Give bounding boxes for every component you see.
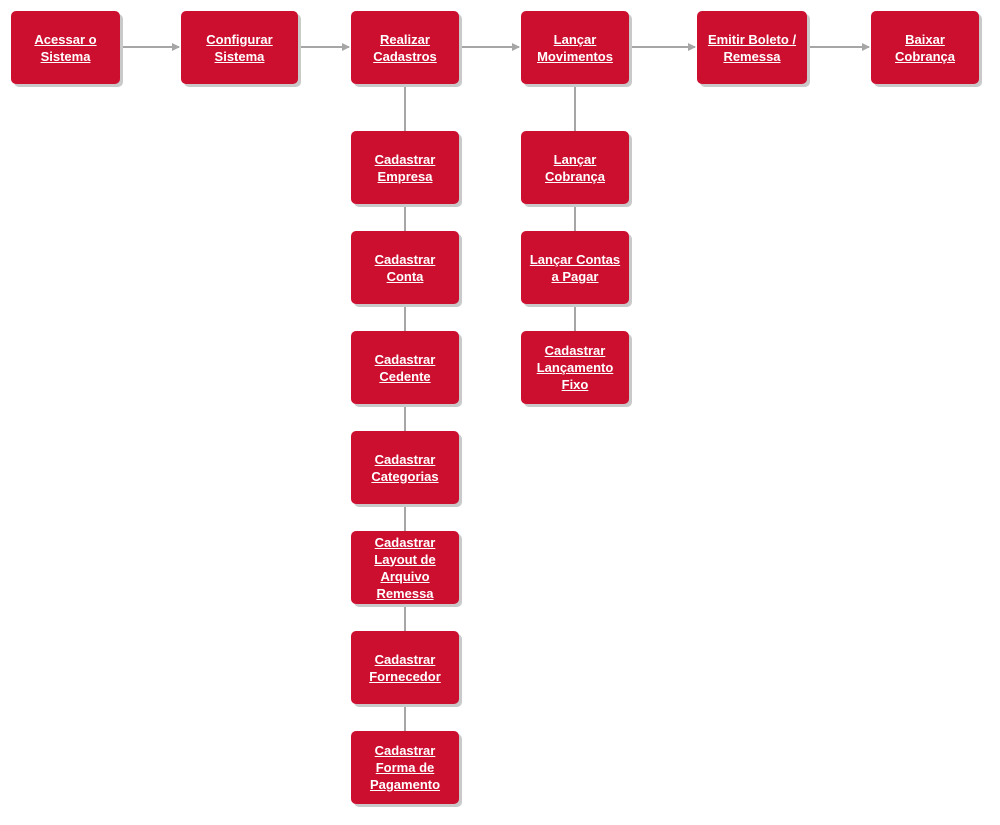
node-cadastrar-categorias[interactable]: Cadastrar Categorias bbox=[351, 431, 459, 504]
link-cadastrar-cedente[interactable]: Cadastrar Cedente bbox=[374, 351, 436, 384]
node-cadastrar-empresa[interactable]: Cadastrar Empresa bbox=[351, 131, 459, 204]
node-cadastrar-lancamento-fixo[interactable]: Cadastrar Lançamento Fixo bbox=[521, 331, 629, 404]
link-cadastrar-empresa[interactable]: Cadastrar Empresa bbox=[374, 151, 436, 184]
link-cadastrar-conta[interactable]: Cadastrar Conta bbox=[374, 251, 436, 284]
link-cadastrar-forma-pagamento[interactable]: Cadastrar Forma de Pagamento bbox=[369, 743, 441, 792]
node-cadastrar-layout-remessa[interactable]: Cadastrar Layout de Arquivo Remessa bbox=[351, 531, 459, 604]
link-lancar-cobranca[interactable]: Lançar Cobrança bbox=[545, 151, 605, 184]
node-cadastrar-cedente[interactable]: Cadastrar Cedente bbox=[351, 331, 459, 404]
link-lancar-movimentos[interactable]: Lançar Movimentos bbox=[537, 31, 613, 64]
node-acessar-sistema[interactable]: Acessar o Sistema bbox=[11, 11, 120, 84]
node-cadastrar-forma-pagamento[interactable]: Cadastrar Forma de Pagamento bbox=[351, 731, 459, 804]
node-lancar-cobranca[interactable]: Lançar Cobrança bbox=[521, 131, 629, 204]
link-baixar-cobranca[interactable]: Baixar Cobrança bbox=[895, 31, 955, 64]
link-cadastrar-lancamento-fixo[interactable]: Cadastrar Lançamento Fixo bbox=[536, 343, 614, 392]
link-cadastrar-fornecedor[interactable]: Cadastrar Fornecedor bbox=[369, 651, 441, 684]
link-lancar-contas-pagar[interactable]: Lançar Contas a Pagar bbox=[529, 251, 621, 284]
link-acessar-sistema[interactable]: Acessar o Sistema bbox=[34, 31, 97, 64]
node-emitir-boleto-remessa[interactable]: Emitir Boleto / Remessa bbox=[697, 11, 807, 84]
link-cadastrar-categorias[interactable]: Cadastrar Categorias bbox=[371, 451, 439, 484]
link-realizar-cadastros[interactable]: Realizar Cadastros bbox=[373, 31, 437, 64]
node-cadastrar-conta[interactable]: Cadastrar Conta bbox=[351, 231, 459, 304]
node-lancar-contas-pagar[interactable]: Lançar Contas a Pagar bbox=[521, 231, 629, 304]
node-realizar-cadastros[interactable]: Realizar Cadastros bbox=[351, 11, 459, 84]
link-configurar-sistema[interactable]: Configurar Sistema bbox=[206, 31, 273, 64]
node-lancar-movimentos[interactable]: Lançar Movimentos bbox=[521, 11, 629, 84]
node-cadastrar-fornecedor[interactable]: Cadastrar Fornecedor bbox=[351, 631, 459, 704]
node-baixar-cobranca[interactable]: Baixar Cobrança bbox=[871, 11, 979, 84]
link-cadastrar-layout-remessa[interactable]: Cadastrar Layout de Arquivo Remessa bbox=[374, 534, 436, 601]
link-emitir-boleto-remessa[interactable]: Emitir Boleto / Remessa bbox=[707, 31, 797, 64]
node-configurar-sistema[interactable]: Configurar Sistema bbox=[181, 11, 298, 84]
